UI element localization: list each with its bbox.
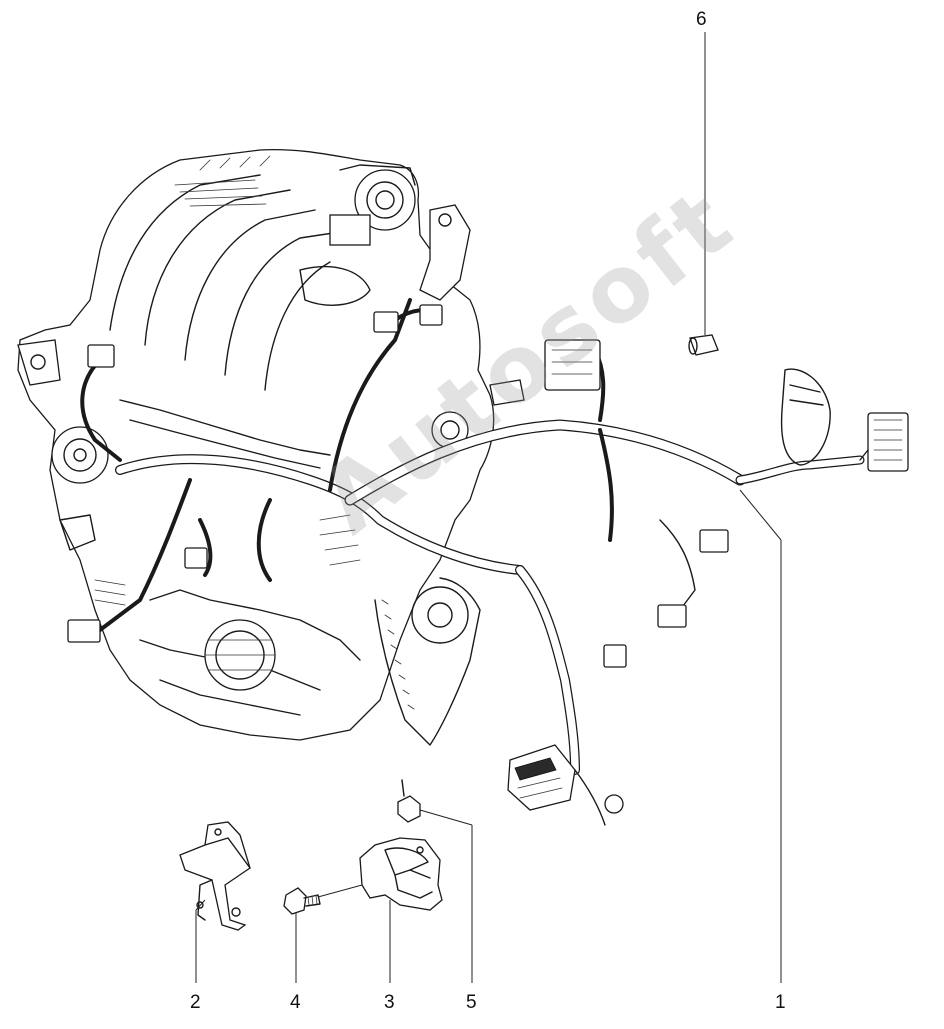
- bottom-connector[interactable]: [507, 744, 576, 811]
- callout-3[interactable]: 3: [384, 992, 395, 1013]
- callout-6[interactable]: 6: [696, 9, 707, 30]
- callout-2[interactable]: 2: [190, 992, 201, 1013]
- upper-connector[interactable]: [544, 339, 601, 391]
- part-6-cap[interactable]: [688, 334, 719, 356]
- part-3-bracket[interactable]: [359, 837, 443, 911]
- engine-assembly: [17, 149, 525, 746]
- part-2-bracket[interactable]: [179, 821, 251, 931]
- part-4-bolt[interactable]: [283, 887, 321, 915]
- leader-lines: [195, 32, 782, 983]
- callout-5[interactable]: 5: [466, 992, 477, 1013]
- callout-4[interactable]: 4: [290, 992, 301, 1013]
- callout-1[interactable]: 1: [775, 992, 786, 1013]
- wiring-harness[interactable]: [67, 298, 909, 826]
- part-5-nut[interactable]: [397, 779, 421, 823]
- right-connector[interactable]: [867, 412, 909, 472]
